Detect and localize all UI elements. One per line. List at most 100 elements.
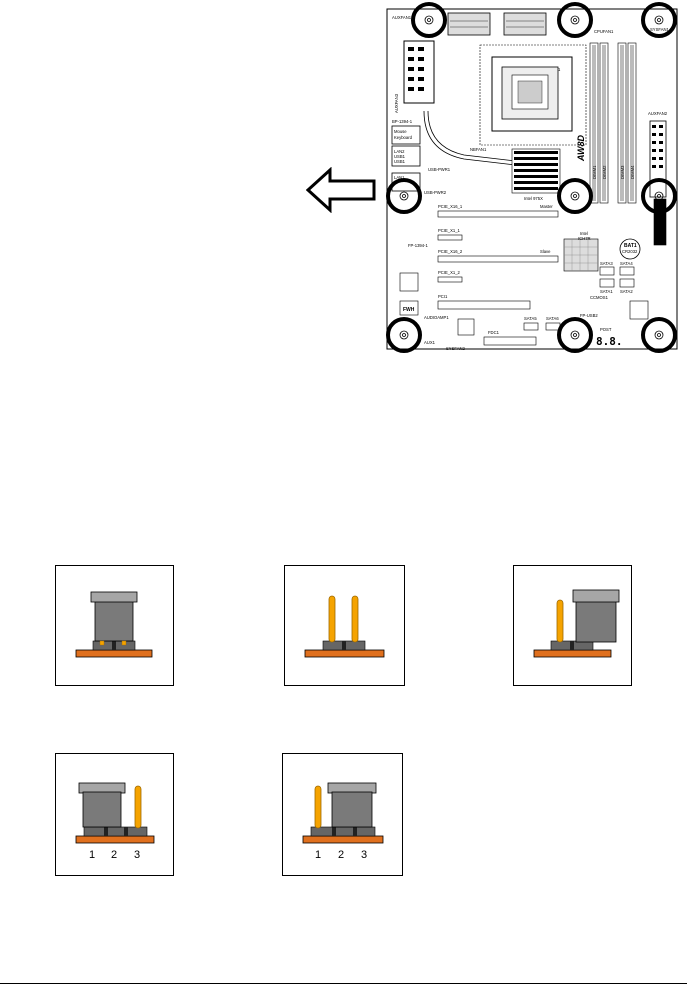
pin-number-3: 3 bbox=[361, 849, 367, 861]
highlight-hole-bottom-left bbox=[386, 317, 422, 353]
label-fp1394: FP-1394-1 bbox=[408, 243, 428, 248]
label-slave: Slave bbox=[540, 249, 551, 254]
label-sysfan1: SYSFAN1 bbox=[650, 27, 670, 32]
label-lan1: LAN1 bbox=[394, 175, 405, 180]
board-brand: AW8D bbox=[576, 134, 586, 162]
label-cpufan1: CPUFAN1 bbox=[594, 29, 614, 34]
label-cpu-corner: 1 bbox=[558, 67, 561, 72]
highlight-hole-top-middle bbox=[557, 2, 593, 38]
label-sata2: SATA2 bbox=[620, 289, 633, 294]
jumper-open-2pin bbox=[284, 565, 405, 686]
label-sata3: SATA3 bbox=[600, 261, 613, 266]
label-usb1b: USB1 bbox=[394, 159, 406, 164]
highlight-hole-bottom-right bbox=[641, 317, 677, 353]
serial-port bbox=[503, 12, 547, 36]
label-mouse: Mouse bbox=[394, 129, 407, 134]
highlight-hole-mid-left bbox=[386, 178, 422, 214]
pcie-x1-2-slot bbox=[437, 276, 463, 283]
pin-number-3: 3 bbox=[134, 849, 140, 861]
fwh-chip bbox=[399, 300, 419, 316]
label-lan2: LAN2 bbox=[394, 149, 405, 154]
controller-chip bbox=[399, 272, 419, 292]
label-master: Master bbox=[540, 204, 553, 209]
label-cr2032: CR2032 bbox=[622, 249, 638, 254]
motherboard-svg: Mouse Keyboard LAN2 USB1 USB1 LAN1 1 Int… bbox=[386, 2, 678, 353]
jumper-cap bbox=[575, 599, 617, 643]
label-keyboard: Keyboard bbox=[394, 135, 413, 140]
pcie-x16-2-slot bbox=[437, 255, 559, 263]
label-fdc1: FDC1 bbox=[488, 330, 500, 335]
label-dimm3: DIMM3 bbox=[620, 165, 625, 179]
jumper-cap bbox=[82, 791, 122, 828]
header-base bbox=[304, 649, 385, 658]
label-intel-975x: Intel 975X bbox=[524, 196, 543, 201]
label-sata4: SATA4 bbox=[620, 261, 633, 266]
pin-1 bbox=[556, 599, 564, 643]
jumper-3pin-2-3-closed: 1 2 3 bbox=[282, 753, 403, 876]
pin-2 bbox=[351, 595, 359, 643]
highlight-hole-top-left bbox=[411, 2, 447, 38]
rear-io-stack bbox=[403, 40, 435, 104]
pin-number-1: 1 bbox=[89, 849, 95, 861]
lan2-usb-port bbox=[391, 145, 421, 167]
header-base bbox=[302, 835, 384, 844]
sata5-port bbox=[523, 322, 539, 331]
jumper-closed-2pin bbox=[55, 565, 174, 686]
footer-divider bbox=[0, 983, 687, 984]
label-sata1: SATA1 bbox=[600, 289, 613, 294]
label-sata5: SATA5 bbox=[524, 316, 537, 321]
label-usb1a: USB1 bbox=[394, 154, 406, 159]
label-pcie-x16-2: PCIE_X16_2 bbox=[438, 249, 463, 254]
super-io-chip bbox=[457, 318, 475, 336]
jumper-offset-2pin bbox=[513, 565, 632, 686]
label-auxfan1: AUXFAN1 bbox=[392, 15, 412, 20]
label-bat1: BAT1 bbox=[624, 243, 637, 249]
header-base bbox=[75, 835, 155, 844]
post-code-display: 8.8. bbox=[596, 335, 623, 348]
label-auxfan3: AUXFAN3 bbox=[394, 93, 399, 113]
label-ccmos1: CCMOS1 bbox=[590, 295, 609, 300]
label-bp1394: BP-1394-1 bbox=[392, 119, 413, 124]
label-dimm1: DIMM1 bbox=[592, 165, 597, 179]
dimm-slots bbox=[589, 42, 637, 204]
pin-3 bbox=[134, 785, 142, 829]
label-ich7r: ICH7R bbox=[578, 236, 591, 241]
sata-ports bbox=[599, 266, 635, 288]
jumper-3pin-1-2-closed: 1 2 3 bbox=[55, 753, 174, 876]
ide-connector bbox=[653, 198, 667, 246]
label-dimm4: DIMM4 bbox=[630, 165, 635, 179]
cmos-battery bbox=[619, 238, 641, 260]
header-base bbox=[75, 649, 153, 658]
jumper-cap bbox=[331, 791, 373, 828]
label-sysfan2: SYSFAN2 bbox=[446, 346, 466, 351]
label-usbpwr1: USB-PWR1 bbox=[428, 167, 451, 172]
label-pcie-x16-1: PCIE_X16_1 bbox=[438, 204, 463, 209]
label-post: POST bbox=[600, 327, 612, 332]
highlight-hole-top-right bbox=[641, 2, 677, 38]
label-fwh: FWH bbox=[403, 307, 415, 313]
header-base bbox=[533, 649, 612, 658]
parallel-port bbox=[447, 12, 491, 36]
highlight-hole-mid-center bbox=[557, 178, 593, 214]
mounting-hole-highlights bbox=[386, 2, 677, 353]
pin-number-2: 2 bbox=[338, 849, 344, 861]
label-auxfan2: AUXFAN2 bbox=[648, 111, 668, 116]
motherboard-layout-diagram: Mouse Keyboard LAN2 USB1 USB1 LAN1 1 Int… bbox=[384, 1, 683, 353]
pcie-x16-1-slot bbox=[437, 210, 559, 218]
bios-chip bbox=[629, 300, 649, 320]
label-pci1: PCI1 bbox=[438, 294, 448, 299]
label-fp-usb2: FP-USB2 bbox=[580, 313, 598, 318]
sata6-port bbox=[545, 322, 561, 331]
pin-number-1: 1 bbox=[315, 849, 321, 861]
label-nbfan1: NBFAN1 bbox=[470, 147, 487, 152]
fdc1-connector bbox=[483, 336, 537, 346]
pcie-x1-1-slot bbox=[437, 234, 463, 241]
pin-number-2: 2 bbox=[111, 849, 117, 861]
mouse-keyboard-port bbox=[391, 125, 421, 145]
label-audioamp1: AUDIOAMP1 bbox=[424, 315, 449, 320]
highlight-hole-mid-right bbox=[641, 178, 677, 214]
jumper-cap bbox=[94, 600, 134, 642]
cpu-retention-area bbox=[479, 44, 587, 146]
pci1-slot bbox=[437, 300, 531, 310]
label-intel: Intel bbox=[580, 231, 588, 236]
